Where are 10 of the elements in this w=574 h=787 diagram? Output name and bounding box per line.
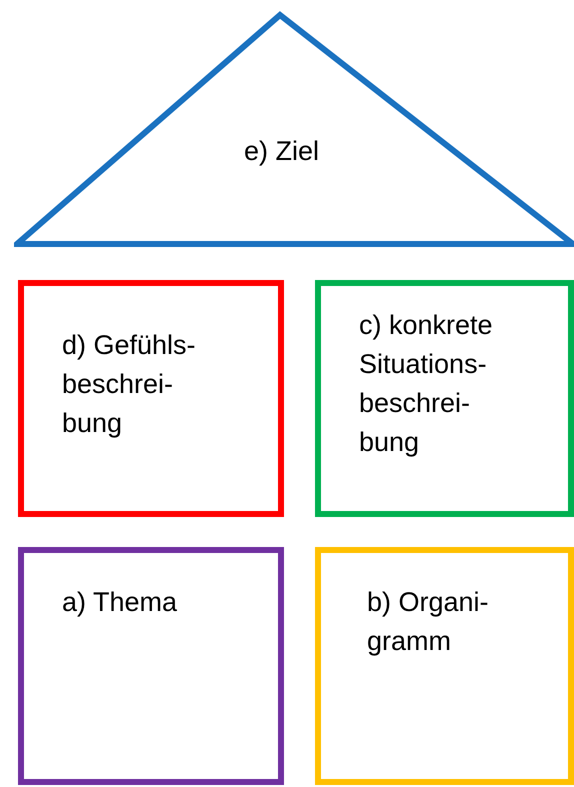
label-box: [315, 547, 574, 785]
box-label: a) Thema: [62, 586, 178, 619]
box-label: d) Gefühls- beschrei- bung: [62, 329, 197, 440]
box-label: b) Organi- gramm: [367, 586, 490, 658]
label-box: [315, 280, 574, 517]
roof-triangle: [14, 10, 574, 248]
box-label: c) konkrete Situations- beschrei- bung: [359, 309, 494, 460]
box-label: e) Ziel: [244, 135, 320, 168]
label-box: [18, 280, 284, 517]
label-box: [18, 547, 284, 785]
